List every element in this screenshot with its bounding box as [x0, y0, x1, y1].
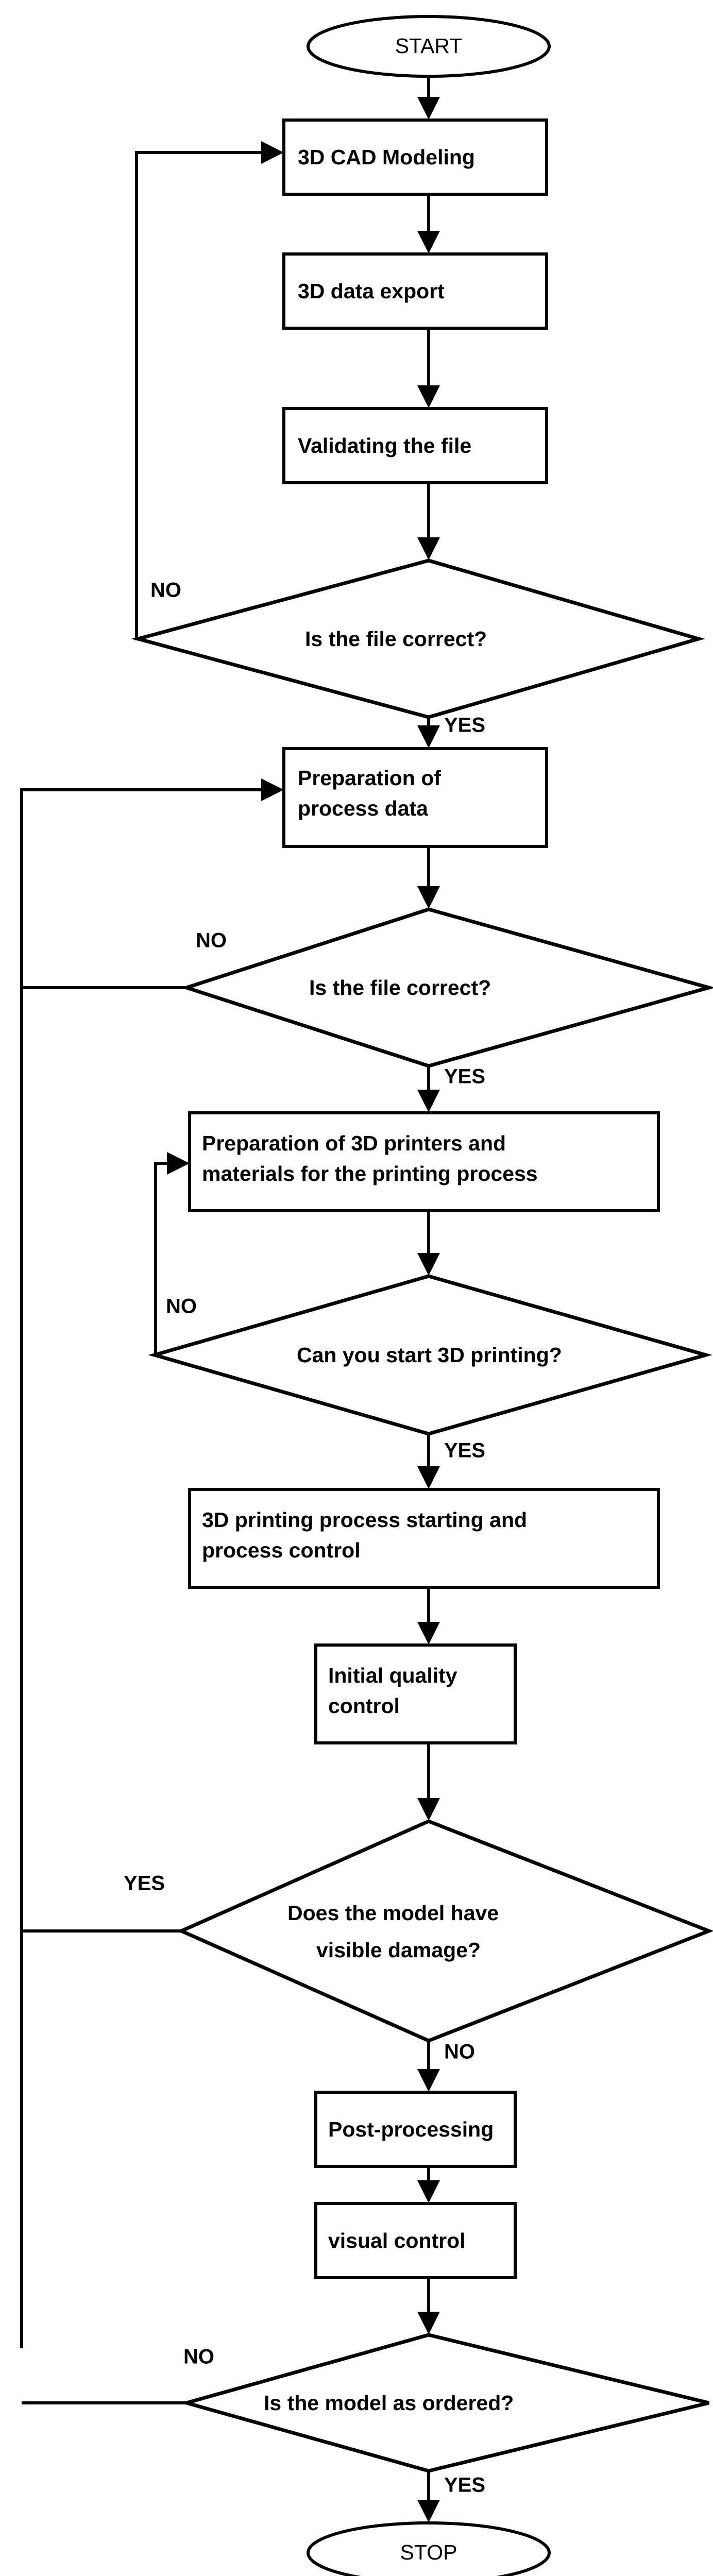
- arrow-head-icon: [417, 1798, 440, 1821]
- prep-printers-label-line2: materials for the printing process: [202, 1162, 538, 1185]
- printing-process-box: [188, 1488, 660, 1589]
- branch-label-yes-1: YES: [444, 714, 485, 737]
- edge-decision3-no-loop: NO: [154, 1152, 197, 1357]
- node-prep-process-data: Preparation of process data: [282, 747, 548, 848]
- edge-start-to-cad: [417, 76, 440, 120]
- branch-label-no-4: NO: [444, 2041, 475, 2063]
- node-decision-file-correct-2: Is the file correct?: [180, 907, 713, 1068]
- node-printing-process: 3D printing process starting and process…: [188, 1488, 660, 1589]
- edge-post-to-visual: [417, 2166, 440, 2203]
- node-post-processing: Post-processing: [314, 2091, 517, 2168]
- branch-label-yes-4: YES: [124, 1872, 165, 1895]
- branch-label-no-1: NO: [150, 579, 181, 602]
- arrow-head-icon: [417, 231, 440, 253]
- edge-decision1-no-loop: NO: [135, 141, 284, 640]
- printing-process-label-line1: 3D printing process starting and: [202, 1508, 527, 1532]
- arrow-head-icon: [417, 2069, 440, 2092]
- initial-quality-label-line1: Initial quality: [328, 1664, 457, 1687]
- edge-prepdata-to-decision2: [417, 846, 440, 909]
- stop-label: STOP: [400, 2540, 457, 2564]
- node-decision-file-correct-1: Is the file correct?: [131, 558, 705, 719]
- initial-quality-label-line2: control: [328, 1694, 400, 1718]
- cad-modeling-label: 3D CAD Modeling: [298, 145, 475, 169]
- edge-decision4-no: NO: [417, 2041, 475, 2092]
- edge-prepprinters-to-decision3: [417, 1211, 440, 1276]
- visual-control-label: visual control: [328, 2229, 466, 2252]
- prep-process-data-box: [282, 747, 548, 848]
- decision-as-ordered-label: Is the model as ordered?: [264, 2391, 514, 2415]
- edge-decision1-yes: YES: [417, 714, 485, 748]
- arrow-head-icon: [417, 385, 440, 408]
- arrow-head-icon: [417, 725, 440, 748]
- node-decision-can-start: Can you start 3D printing?: [148, 1274, 712, 1436]
- node-validate-file: Validating the file: [282, 407, 548, 484]
- edge-decision5-yes: YES: [417, 2471, 485, 2522]
- printing-process-label-line2: process control: [202, 1538, 361, 1562]
- arrow-head-icon: [417, 1090, 440, 1112]
- data-export-label: 3D data export: [298, 279, 445, 303]
- decision-can-start-label: Can you start 3D printing?: [297, 1343, 562, 1367]
- arrow-head-icon: [417, 1466, 440, 1489]
- prep-printers-label-line1: Preparation of 3D printers and: [202, 1131, 506, 1155]
- node-prep-printers: Preparation of 3D printers and materials…: [188, 1111, 660, 1212]
- branch-label-no-5: NO: [183, 2346, 214, 2368]
- node-decision-as-ordered: Is the model as ordered?: [180, 2333, 709, 2473]
- decision-visible-damage-diamond: [177, 1819, 713, 2043]
- branch-label-yes-5: YES: [444, 2474, 485, 2497]
- cad-modeling-box: [282, 118, 548, 196]
- node-stop: STOP: [307, 2521, 551, 2576]
- branch-label-yes-2: YES: [444, 1065, 485, 1088]
- prep-process-data-label-line2: process data: [298, 796, 429, 820]
- node-start: START: [307, 15, 551, 78]
- prep-process-data-label-line1: Preparation of: [298, 766, 441, 790]
- arrow-head-icon: [417, 886, 440, 909]
- node-cad-modeling: 3D CAD Modeling: [282, 118, 548, 196]
- arrow-head-icon: [417, 1622, 440, 1645]
- arrow-head-icon: [417, 1253, 440, 1276]
- decision-file-correct-2-label: Is the file correct?: [309, 976, 491, 999]
- edge-validate-to-decision1: [417, 483, 440, 560]
- edge-quality-to-damage: [417, 1743, 440, 1821]
- arrow-head-icon: [417, 2180, 440, 2203]
- edge-decision4-yes-loop: YES: [22, 1872, 181, 1933]
- edge-cad-to-export: [417, 194, 440, 253]
- node-decision-visible-damage: Does the model have visible damage?: [177, 1819, 713, 2043]
- post-processing-label: Post-processing: [328, 2117, 494, 2141]
- branch-label-yes-3: YES: [444, 1439, 485, 1462]
- arrow-head-icon: [261, 141, 284, 164]
- edge-export-to-validate: [417, 328, 440, 408]
- edge-decision2-no-loop: NO: [22, 929, 227, 989]
- arrow-head-icon: [261, 778, 284, 801]
- arrow-head-icon: [417, 2312, 440, 2334]
- node-initial-quality: Initial quality control: [314, 1643, 517, 1744]
- start-label: START: [395, 34, 463, 58]
- stop-ellipse: [307, 2521, 551, 2576]
- prep-printers-box: [188, 1111, 660, 1212]
- decision-file-correct-1-label: Is the file correct?: [305, 627, 487, 651]
- validate-file-label: Validating the file: [298, 434, 471, 457]
- decision-visible-damage-label-line1: Does the model have: [287, 1901, 499, 1925]
- edge-decision2-yes: YES: [417, 1065, 485, 1112]
- edge-left-trunk-to-prepdata: [20, 778, 284, 2348]
- arrow-head-icon: [417, 97, 440, 120]
- edge-visual-to-ordered: [417, 2278, 440, 2334]
- arrow-head-icon: [417, 537, 440, 560]
- edge-decision3-yes: YES: [417, 1434, 485, 1489]
- node-data-export: 3D data export: [282, 252, 548, 330]
- branch-label-no-2: NO: [196, 929, 227, 952]
- edge-printing-to-quality: [417, 1587, 440, 1645]
- arrow-head-icon: [417, 2500, 440, 2522]
- visual-control-box: [314, 2202, 517, 2279]
- edge-decision5-no-loop: NO: [22, 2346, 214, 2404]
- node-visual-control: visual control: [314, 2202, 517, 2279]
- decision-visible-damage-label-line2: visible damage?: [316, 1938, 481, 1962]
- arrow-head-icon: [167, 1152, 190, 1175]
- branch-label-no-3: NO: [166, 1295, 197, 1318]
- validate-file-box: [282, 407, 548, 484]
- initial-quality-box: [314, 1643, 517, 1744]
- data-export-box: [282, 252, 548, 330]
- post-processing-box: [314, 2091, 517, 2168]
